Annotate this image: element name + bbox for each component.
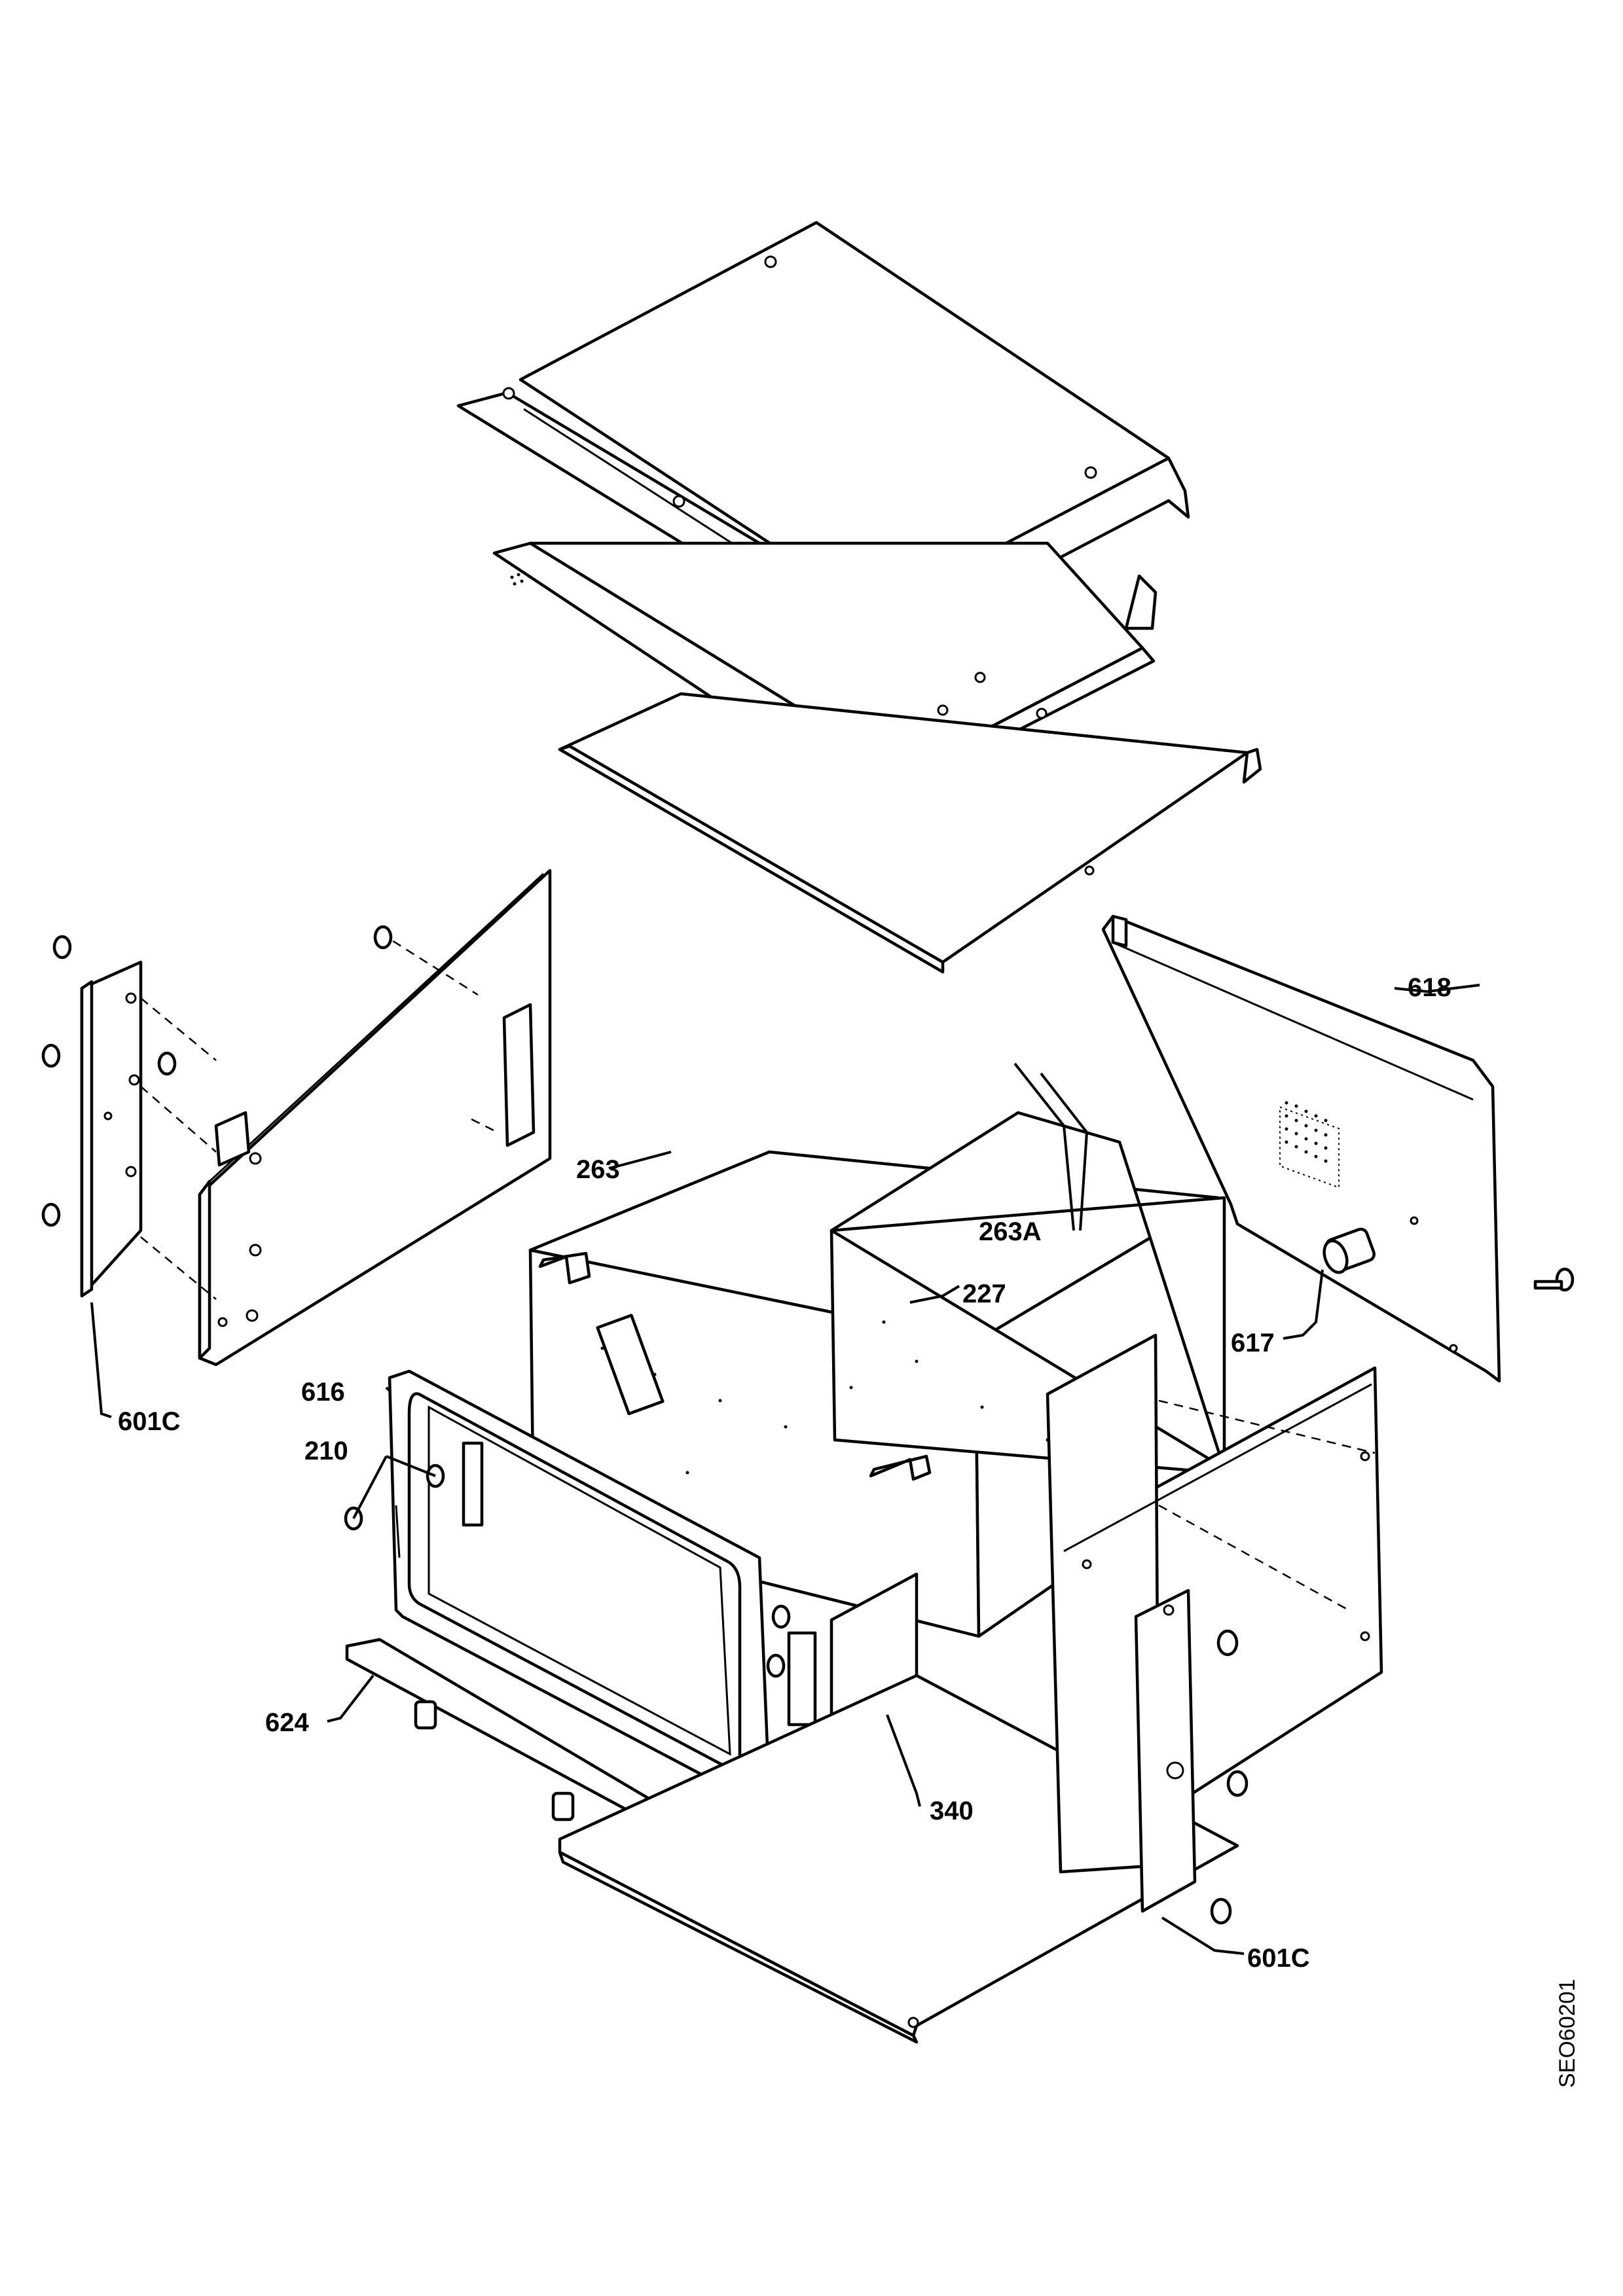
drawing-code: SEO60201 xyxy=(1555,1979,1580,2088)
callout-210: 210 xyxy=(304,1437,348,1465)
callout-624: 624 xyxy=(265,1708,309,1737)
screws-left xyxy=(41,925,393,1227)
callout-labels: 618 263 263A 227 617 616 210 601C 624 34… xyxy=(118,973,1451,1973)
callout-601c-left: 601C xyxy=(118,1407,181,1436)
callout-618: 618 xyxy=(1408,973,1451,1002)
rear-right-panel xyxy=(1101,914,1501,1383)
callout-263a: 263A xyxy=(979,1217,1042,1246)
trim-strip-left xyxy=(80,960,217,1300)
vent-grille xyxy=(1279,1101,1340,1189)
callout-263: 263 xyxy=(576,1155,620,1184)
callout-340: 340 xyxy=(930,1797,974,1825)
callout-227: 227 xyxy=(962,1280,1006,1308)
left-side-panel xyxy=(198,869,552,1367)
leader-lines xyxy=(90,984,1480,1955)
screws-right-side xyxy=(1210,1629,1249,1925)
latch-screws xyxy=(766,1604,791,1678)
trim-strip-right xyxy=(1134,1588,1197,1913)
callout-601c-right: 601C xyxy=(1247,1944,1310,1973)
callout-616: 616 xyxy=(301,1378,345,1407)
large-flat-panel xyxy=(558,692,1262,974)
callout-617: 617 xyxy=(1231,1329,1275,1357)
screw-right xyxy=(1533,1267,1575,1292)
knob-617 xyxy=(1322,1227,1376,1274)
